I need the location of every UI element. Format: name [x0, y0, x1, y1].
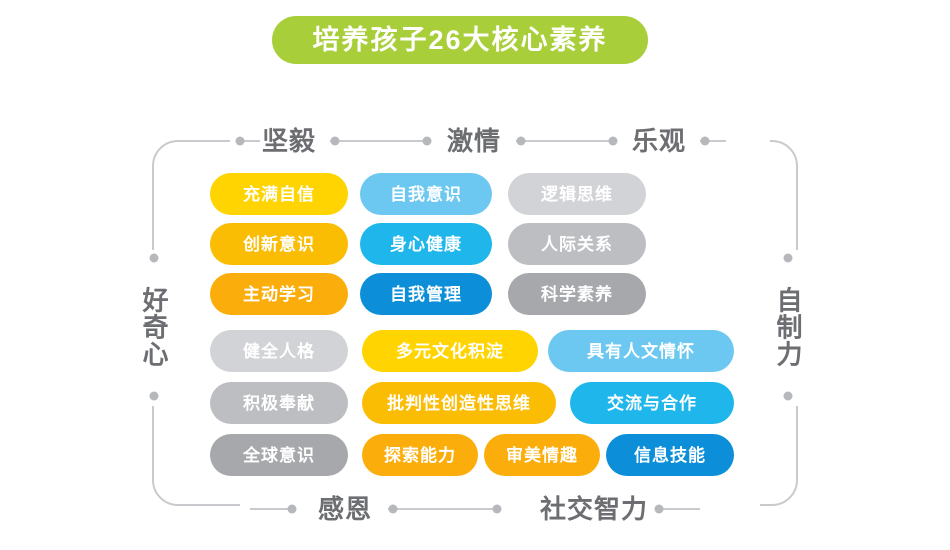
connector-dot-top-6 — [700, 136, 710, 146]
skill-pill-label: 信息技能 — [634, 445, 706, 465]
connector-dot-top-3 — [422, 136, 432, 146]
edge-label-bottom-1: 社交智力 — [539, 494, 649, 524]
skill-pill-label: 自我管理 — [390, 284, 462, 304]
connector-dot-bottom-1 — [287, 504, 297, 514]
connector-dot-bottom-2 — [388, 504, 398, 514]
connector-bottom-2 — [388, 508, 494, 510]
skill-pill[interactable]: 自我管理 — [360, 273, 492, 315]
connector-dot-right-top — [783, 253, 793, 263]
skill-pill[interactable]: 创新意识 — [210, 223, 348, 265]
edge-label-top-2: 乐观 — [631, 126, 687, 156]
connector-dot-top-4 — [516, 136, 526, 146]
skill-pill[interactable]: 逻辑思维 — [508, 173, 646, 215]
connector-dot-top-1 — [235, 136, 245, 146]
skill-pill[interactable]: 主动学习 — [210, 273, 348, 315]
connector-dot-top-2 — [330, 136, 340, 146]
skill-pill-label: 科学素养 — [541, 284, 613, 304]
frame-gap-right — [784, 250, 806, 406]
connector-bottom-3 — [656, 508, 700, 510]
connector-dot-top-5 — [608, 136, 618, 146]
skill-pill[interactable]: 身心健康 — [360, 223, 492, 265]
connector-dot-bottom-3 — [492, 504, 502, 514]
skill-pill[interactable]: 健全人格 — [210, 330, 348, 372]
skill-pill[interactable]: 积极奉献 — [210, 382, 348, 424]
skill-pill-label: 人际关系 — [541, 234, 613, 254]
skill-pill[interactable]: 多元文化积淀 — [362, 330, 538, 372]
skill-pill-label: 主动学习 — [243, 284, 315, 304]
skill-pill[interactable]: 交流与合作 — [570, 382, 734, 424]
frame-gap-top — [230, 130, 770, 152]
title-pill: 培养孩子26大核心素养 — [272, 16, 648, 64]
edge-label-bottom-0: 感恩 — [317, 494, 373, 524]
page-title: 培养孩子26大核心素养 — [312, 24, 608, 55]
frame-gap-left — [144, 250, 166, 406]
skill-pill-label: 逻辑思维 — [541, 184, 613, 204]
skill-pill-label: 自我意识 — [390, 184, 462, 204]
edge-label-right-0: 自制力 — [773, 286, 803, 368]
skill-pill[interactable]: 全球意识 — [210, 434, 348, 476]
skill-pill[interactable]: 批判性创造性思维 — [362, 382, 556, 424]
connector-top-4 — [700, 140, 726, 142]
connector-dot-right-bottom — [783, 391, 793, 401]
connector-bottom-1 — [250, 508, 292, 510]
skill-pill[interactable]: 探索能力 — [362, 434, 478, 476]
skill-pill-label: 全球意识 — [243, 445, 315, 465]
connector-top-1 — [238, 140, 260, 142]
skill-pill-label: 审美情趣 — [506, 445, 578, 465]
skill-pill-label: 具有人文情怀 — [587, 341, 695, 361]
skill-pill-label: 创新意识 — [243, 234, 315, 254]
skill-pill[interactable]: 充满自信 — [210, 173, 348, 215]
connector-top-3 — [516, 140, 616, 142]
connector-dot-bottom-4 — [654, 504, 664, 514]
skill-pill-label: 积极奉献 — [243, 393, 315, 413]
skill-pill[interactable]: 具有人文情怀 — [548, 330, 734, 372]
edge-label-left-0: 好奇心 — [139, 286, 169, 368]
skill-pill-label: 健全人格 — [243, 341, 315, 361]
skill-pill-label: 充满自信 — [243, 184, 315, 204]
connector-dot-left-bottom — [149, 391, 159, 401]
connector-dot-left-top — [149, 253, 159, 263]
skill-pill-label: 多元文化积淀 — [396, 341, 504, 361]
skill-pill-label: 身心健康 — [390, 234, 462, 254]
skill-pill[interactable]: 自我意识 — [360, 173, 492, 215]
edge-label-top-1: 激情 — [446, 126, 502, 156]
skill-pill-label: 批判性创造性思维 — [387, 393, 531, 413]
skill-pill-label: 探索能力 — [384, 445, 456, 465]
skill-pill[interactable]: 信息技能 — [606, 434, 734, 476]
skill-pill[interactable]: 科学素养 — [508, 273, 646, 315]
edge-label-top-0: 坚毅 — [261, 126, 317, 156]
skill-pill[interactable]: 审美情趣 — [484, 434, 600, 476]
skill-pill[interactable]: 人际关系 — [508, 223, 646, 265]
connector-top-2 — [330, 140, 430, 142]
skill-pill-label: 交流与合作 — [607, 393, 697, 413]
